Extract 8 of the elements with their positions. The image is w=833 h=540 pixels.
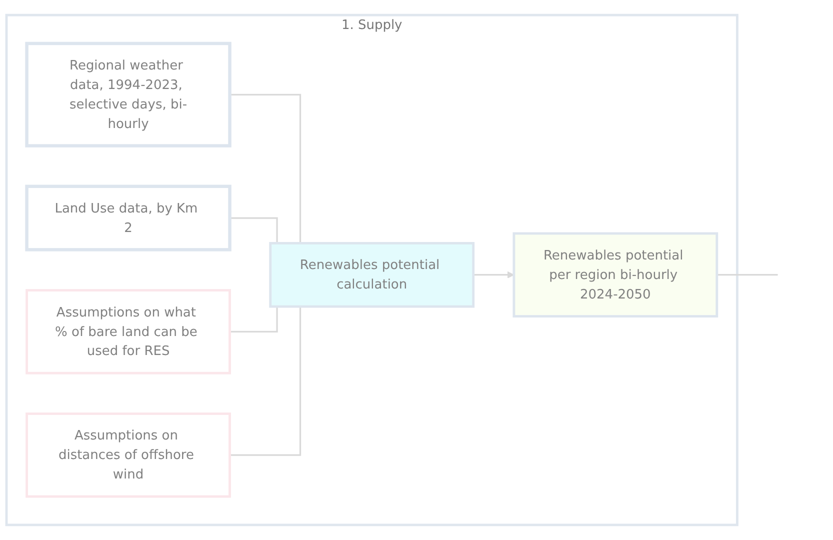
node-box: Assumptions on distances of offshore wind	[26, 412, 231, 498]
node-box: Regional weather data, 1994-2023, selective days, bi-hourly	[25, 42, 232, 148]
node-box: Renewables potential per region bi-hourly 2024-2050	[512, 232, 718, 318]
node-box: Land Use data, by Km 2	[25, 184, 232, 252]
node-box: Renewables potential calculation	[269, 242, 475, 308]
arrow	[473, 271, 514, 278]
connector	[716, 274, 778, 276]
node-box: Assumptions on what % of bare land can be used for RES	[26, 289, 231, 374]
